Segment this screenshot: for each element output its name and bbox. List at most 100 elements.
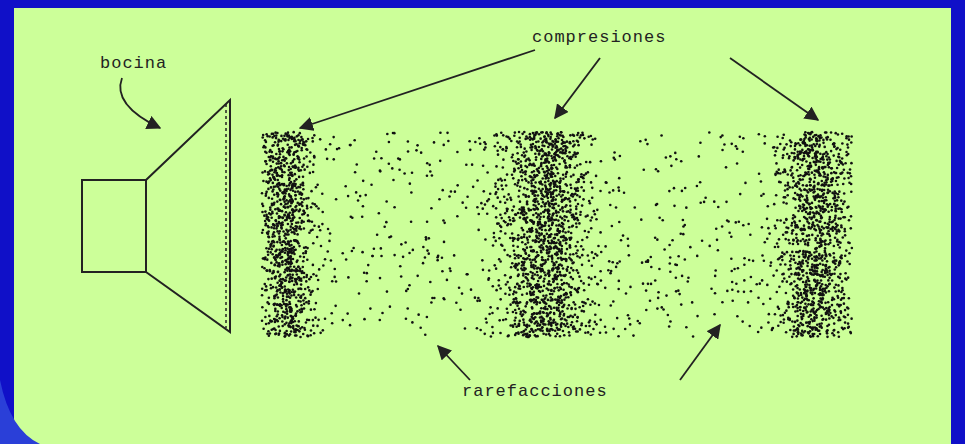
air-particle <box>774 246 777 249</box>
air-particle <box>517 167 520 170</box>
air-particle <box>379 169 382 172</box>
air-particle <box>540 165 543 168</box>
air-particle <box>540 238 543 241</box>
air-particle <box>289 205 292 208</box>
air-particle <box>793 255 796 258</box>
air-particle <box>609 204 612 207</box>
air-particle <box>794 192 797 195</box>
air-particle <box>517 179 520 182</box>
air-particle <box>796 169 799 172</box>
air-particle <box>833 256 836 259</box>
air-particle <box>261 136 264 139</box>
air-particle <box>833 203 836 206</box>
air-particle <box>275 275 278 278</box>
air-particle <box>803 292 806 295</box>
corner-curve <box>0 380 40 444</box>
air-particle <box>669 320 672 323</box>
air-particle <box>312 273 315 276</box>
air-particle <box>551 167 554 170</box>
air-particle <box>845 135 848 138</box>
air-particle <box>833 245 836 248</box>
air-particle <box>480 202 483 205</box>
air-particle <box>282 300 285 303</box>
air-particle <box>832 329 835 332</box>
air-particle <box>269 159 272 162</box>
air-particle <box>274 310 277 313</box>
air-particle <box>612 189 615 192</box>
air-particle <box>743 257 746 260</box>
air-particle <box>556 268 559 271</box>
air-particle <box>262 229 265 232</box>
air-particle <box>261 294 264 297</box>
air-particle <box>520 255 523 258</box>
air-particle <box>514 213 517 216</box>
air-particle <box>747 301 750 304</box>
air-particle <box>550 289 553 292</box>
air-particle <box>276 158 279 161</box>
air-particle <box>714 269 717 272</box>
air-particle <box>792 288 795 291</box>
air-particle <box>835 160 838 163</box>
air-particle <box>781 280 784 283</box>
air-particle <box>361 215 364 218</box>
air-particle <box>591 138 594 141</box>
air-particle <box>822 196 825 199</box>
air-particle <box>568 226 571 229</box>
air-particle <box>468 140 471 143</box>
air-particle <box>362 180 365 183</box>
air-particle <box>267 322 270 325</box>
air-particle <box>450 190 453 193</box>
air-particle <box>808 284 811 287</box>
air-particle <box>373 247 376 250</box>
air-particle <box>840 172 843 175</box>
air-particle <box>527 181 530 184</box>
air-particle <box>515 312 518 315</box>
air-particle <box>757 296 760 299</box>
air-particle <box>788 275 791 278</box>
air-particle <box>529 219 532 222</box>
air-particle <box>281 263 284 266</box>
air-particle <box>269 251 272 254</box>
air-particle <box>569 164 572 167</box>
air-particle <box>272 245 275 248</box>
air-particle <box>305 155 308 158</box>
air-particle <box>562 223 565 226</box>
air-particle <box>797 331 800 334</box>
air-particle <box>268 236 271 239</box>
air-particle <box>277 310 280 313</box>
air-particle <box>762 303 765 306</box>
air-particle <box>800 265 803 268</box>
air-particle <box>476 300 479 303</box>
air-particle <box>820 180 823 183</box>
air-particle <box>704 196 707 199</box>
air-particle <box>278 239 281 242</box>
air-particle <box>619 155 622 158</box>
air-particle <box>826 192 829 195</box>
air-particle <box>312 171 315 174</box>
air-particle <box>568 151 571 154</box>
air-particle <box>293 291 296 294</box>
air-particle <box>306 334 309 337</box>
air-particle <box>526 292 529 295</box>
air-particle <box>288 166 291 169</box>
air-particle <box>824 222 827 225</box>
air-particle <box>274 321 277 324</box>
air-particle <box>521 154 524 157</box>
air-particle <box>514 323 517 326</box>
air-particle <box>330 259 333 262</box>
air-particle <box>563 294 566 297</box>
air-particle <box>312 319 315 322</box>
air-particle <box>333 268 336 271</box>
air-particle <box>823 146 826 149</box>
air-particle <box>265 309 268 312</box>
air-particle <box>579 163 582 166</box>
air-particle <box>802 238 805 241</box>
air-particle <box>799 306 802 309</box>
air-particle <box>543 278 546 281</box>
air-particle <box>663 248 666 251</box>
air-particle <box>570 232 573 235</box>
air-particle <box>760 326 763 329</box>
air-particle <box>550 289 553 292</box>
air-particle <box>313 308 316 311</box>
air-particle <box>276 241 279 244</box>
